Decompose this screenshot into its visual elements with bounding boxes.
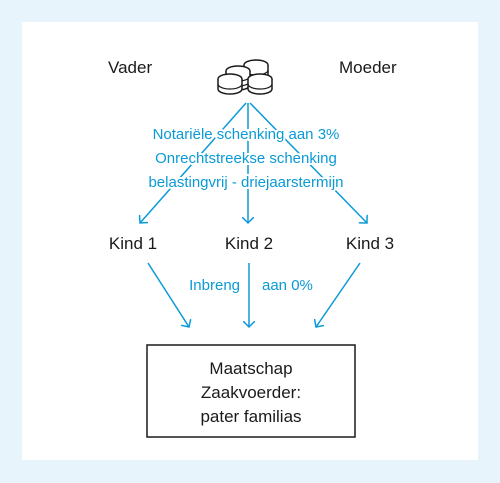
child-2-label: Kind 2 [225, 234, 273, 253]
gift-notes: Notariële schenking aan 3% Onrechtstreek… [146, 124, 345, 193]
gift-note-line-2: Onrechtstreekse schenking [155, 150, 337, 167]
contribution-label-right: aan 0% [262, 277, 313, 294]
gift-note-line-3: belastingvrij - driejaarstermijn [148, 174, 343, 191]
child-3-label: Kind 3 [346, 234, 394, 253]
partnership-line-3: pater familias [200, 407, 301, 426]
contribution-arrow-child-1 [147, 262, 189, 327]
partnership-box [146, 344, 356, 438]
partnership-line-1: Maatschap [209, 359, 292, 378]
partnership-line-2: Zaakvoerder: [201, 383, 301, 402]
contribution-arrow-child-3 [316, 262, 361, 327]
gift-note-line-1: Notariële schenking aan 3% [153, 126, 340, 143]
gift-arrow-child-1 [140, 102, 247, 223]
gift-arrow-child-3 [249, 102, 367, 223]
parent-father-label: Vader [108, 58, 152, 77]
parent-mother-label: Moeder [339, 58, 397, 77]
child-1-label: Kind 1 [109, 234, 157, 253]
contribution-label-left: Inbreng [189, 277, 240, 294]
coin-stack-icon [217, 59, 273, 95]
